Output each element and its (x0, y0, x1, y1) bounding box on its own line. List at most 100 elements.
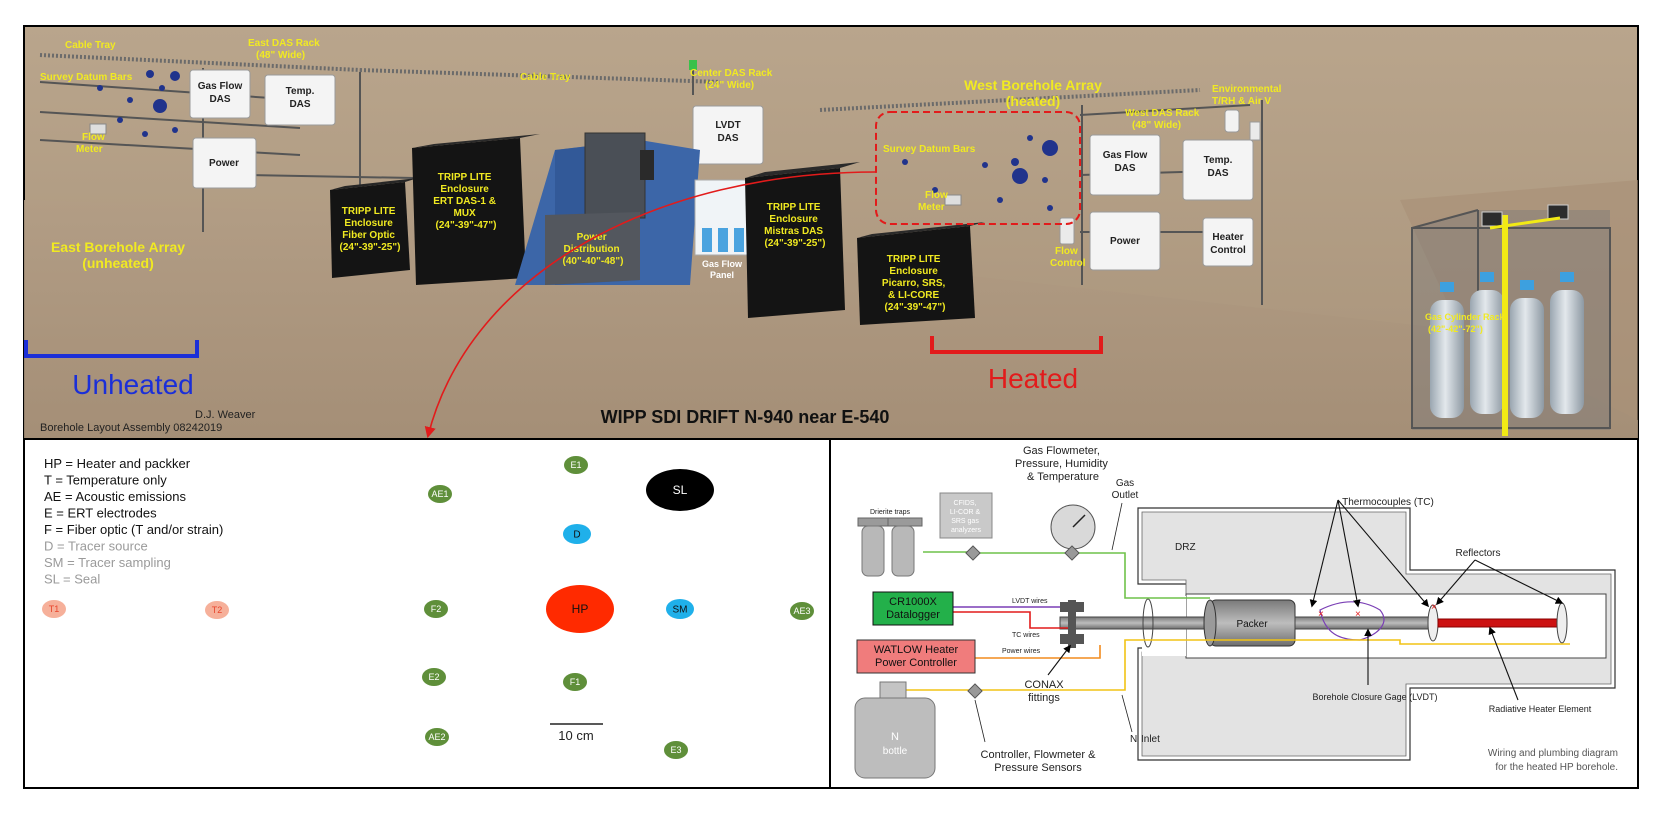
west-gas-flow-label: Gas Flow (1103, 150, 1148, 161)
enclosure-mistras: TRIPP LITE Enclosure Mistras DAS (24"-39… (745, 162, 860, 318)
credit-file: Borehole Layout Assembly 08242019 (40, 422, 222, 434)
borehole-marker (563, 673, 587, 691)
controller-label: Controller, Flowmeter & (981, 749, 1097, 761)
wiring-diagram-panel: DRZ Packer × × × (829, 438, 1639, 789)
svg-text:(unheated): (unheated) (82, 255, 154, 271)
watlow-label: WATLOW Heater (874, 644, 959, 656)
borehole-label: T1 (49, 604, 60, 614)
borehole-f1: F1 (563, 673, 587, 691)
reflectors-label: Reflectors (1455, 548, 1500, 559)
borehole-ae3: AE3 (790, 602, 814, 620)
borehole-label: T2 (212, 605, 223, 615)
borehole-marker (422, 668, 446, 686)
svg-text:(42"-42"-72"): (42"-42"-72") (1428, 324, 1483, 334)
conax-label: CONAX (1024, 679, 1064, 691)
svg-text:fittings: fittings (1028, 692, 1060, 704)
drierite-label: Drierite traps (870, 509, 911, 516)
borehole-sl: SL (646, 469, 714, 511)
diagram-caption: Wiring and plumbing diagram (1488, 748, 1618, 759)
unheated-label: Unheated (72, 369, 193, 400)
gas-flow-panel: Gas Flow Panel (694, 179, 756, 280)
borehole-marker (646, 469, 714, 511)
borehole-marker (790, 602, 814, 620)
packer-label: Packer (1236, 619, 1268, 630)
svg-text:DAS: DAS (717, 133, 738, 144)
svg-text:DAS: DAS (1207, 168, 1228, 179)
tc-mark: × (1355, 609, 1361, 620)
svg-text:Pressure Sensors: Pressure Sensors (994, 762, 1082, 774)
borehole-label: AE2 (428, 732, 445, 742)
borehole-label: E1 (570, 460, 581, 470)
svg-text:Control: Control (1050, 258, 1086, 269)
borehole-marker (546, 585, 614, 633)
svg-text:TRIPP LITE Enclosure: TRIPP LITE Enclosure Picarro, SRS, & LI-… (882, 254, 948, 313)
radiative-heater-label: Radiative Heater Element (1489, 704, 1592, 714)
survey-datum-bars-label-right: Survey Datum Bars (883, 144, 976, 155)
cable-tray-label-mid: Cable Tray (520, 72, 571, 83)
power-wires-label: Power wires (1002, 648, 1041, 655)
west-power-label: Power (1110, 236, 1140, 247)
lvdt-wires-label: LVDT wires (1012, 598, 1048, 605)
gas-flowmeter-label: Gas Flowmeter, (1023, 445, 1100, 457)
svg-text:Gas Flow: Gas Flow (702, 259, 743, 269)
packer-assembly: Packer × × × (1059, 598, 1568, 648)
borehole-marker (425, 728, 449, 746)
survey-datum-dots-left (97, 70, 180, 137)
flow-control-label: Flow (1055, 246, 1078, 257)
gas-outlet-label: Gas (1116, 478, 1134, 489)
scene-title: WIPP SDI DRIFT N-940 near E-540 (601, 407, 890, 427)
borehole-marker (205, 601, 229, 619)
borehole-ae2: AE2 (425, 728, 449, 746)
svg-text:T/RH & Air V: T/RH & Air V (1212, 96, 1271, 107)
east-power-label: Power (209, 158, 239, 169)
wires (903, 552, 1570, 694)
svg-text:Control: Control (1210, 245, 1246, 256)
borehole-marker (428, 485, 452, 503)
borehole-e2: E2 (422, 668, 446, 686)
borehole-t2: T2 (205, 601, 229, 619)
svg-text:Panel: Panel (710, 270, 734, 280)
datalogger-label: CR1000X (889, 596, 937, 608)
heated-bracket (930, 336, 1103, 354)
thermocouples-label: Thermocouples (TC) (1342, 497, 1434, 508)
east-das-rack-label: East DAS Rack (248, 38, 320, 49)
tc-wires-label: TC wires (1012, 632, 1040, 639)
west-das-rack: Gas Flow DAS Temp. DAS Power Heater Cont… (1089, 109, 1261, 271)
legend-item: F = Fiber optic (T and/or strain) (44, 522, 223, 537)
svg-text:Gas Flowmeter, Pressur: Gas Flowmeter, Pressure, Humidity & Temp… (1015, 445, 1111, 483)
borehole-label: AE1 (431, 489, 448, 499)
borehole-marker (42, 600, 66, 618)
legend-item: T = Temperature only (44, 473, 167, 488)
svg-text:(48" Wide): (48" Wide) (256, 50, 305, 61)
svg-text:TRIPP LITE Enclosure: TRIPP LITE Enclosure ERT DAS-1 & MUX (24… (433, 172, 499, 231)
east-temp-label: Temp. (286, 86, 315, 97)
svg-text:Meter: Meter (918, 202, 945, 213)
east-das-rack: Gas Flow DAS Temp. DAS Power (189, 69, 336, 189)
legend-item: AE = Acoustic emissions (44, 489, 186, 504)
svg-text:(heated): (heated) (1006, 93, 1060, 109)
east-array-label: East Borehole Array (51, 239, 185, 255)
gas-cylinder-rack: Gas Cylinder Rack (42"-42"-72") (1411, 204, 1611, 436)
svg-text:(24" Wide): (24" Wide) (705, 80, 754, 91)
svg-text:Gas Cylinder Rack: Gas Cylinder Rack (1425, 312, 1506, 322)
borehole-label: F2 (431, 604, 442, 614)
borehole-ae1: AE1 (428, 485, 452, 503)
borehole-t1: T1 (42, 600, 66, 618)
west-array-label: West Borehole Array (964, 77, 1102, 93)
borehole-sm: SM (666, 599, 694, 619)
cable-tray-label: Cable Tray (65, 40, 116, 51)
svg-text:TRIPP LITE Enclosure: TRIPP LITE Enclosure Fiber Optic (24"-39… (340, 206, 401, 253)
borehole-label: SM (673, 605, 688, 616)
n2-bottle: N bottle N Inlet (854, 681, 1160, 779)
west-temp-label: Temp. (1204, 155, 1233, 166)
n2-bottle-label: bottle (883, 746, 908, 757)
svg-text:Power Controller: Power Controller (875, 657, 957, 669)
borehole-label: HP (572, 602, 589, 616)
svg-text:for the heated HP borehole.: for the heated HP borehole. (1495, 762, 1618, 773)
survey-datum-bars-label: Survey Datum Bars (40, 72, 133, 83)
survey-datum-dots-right (902, 135, 1058, 211)
